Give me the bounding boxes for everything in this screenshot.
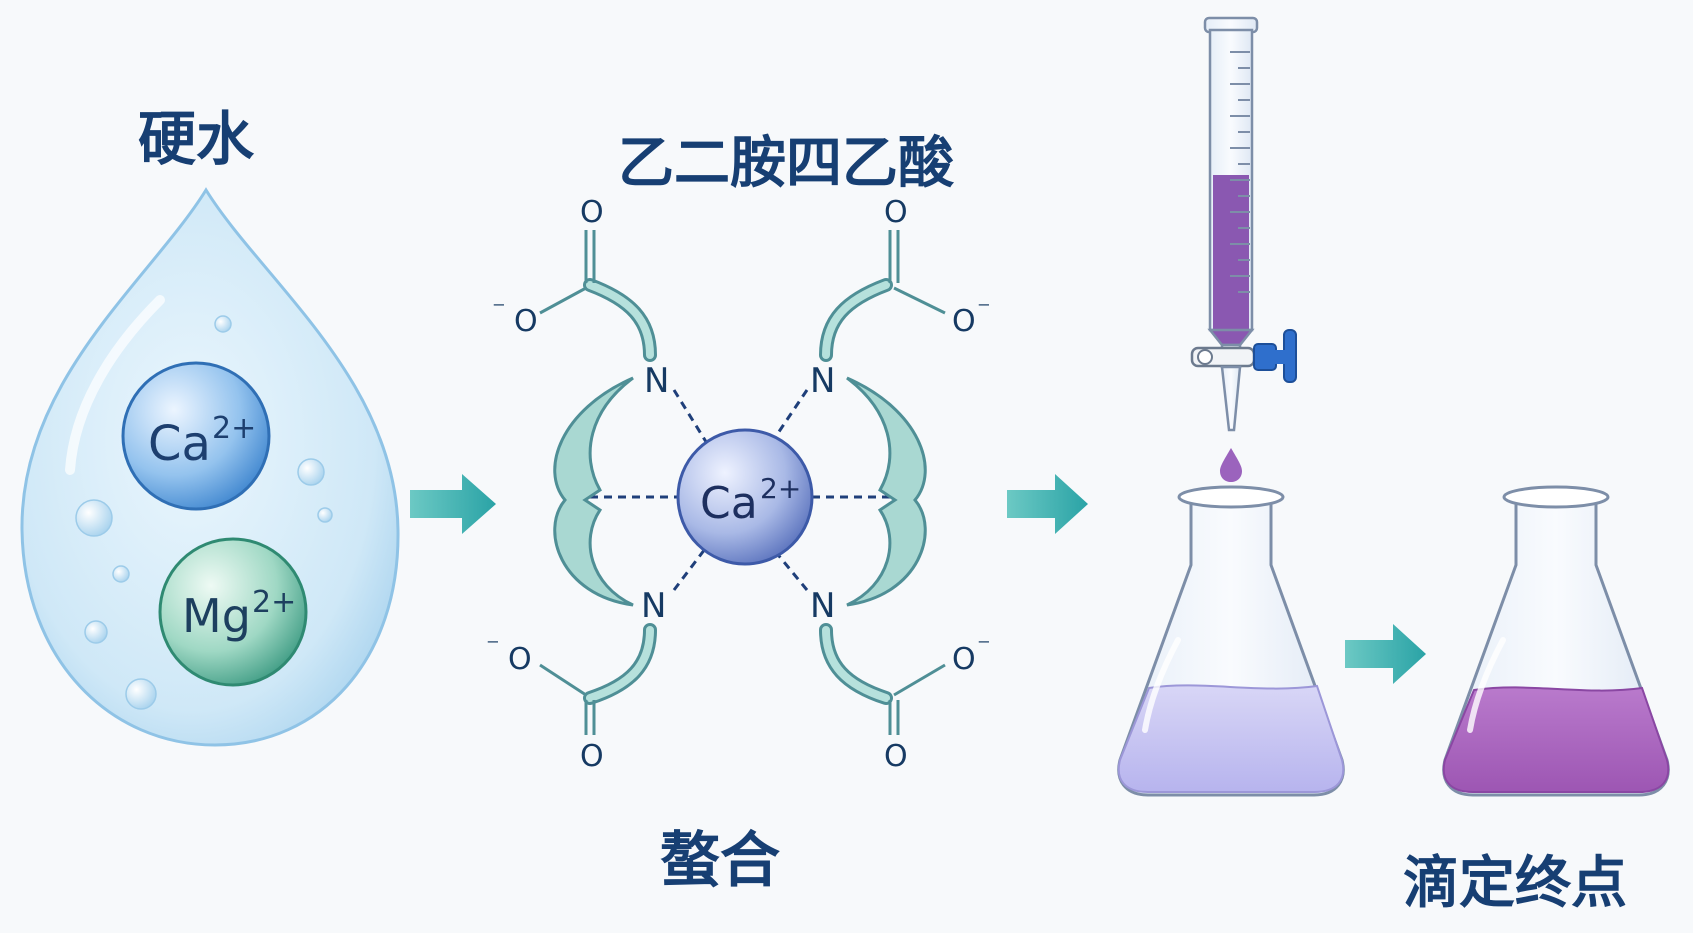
magnesium-symbol: Mg xyxy=(182,589,251,643)
stopcock-handle xyxy=(1253,343,1277,371)
nitrogen-atom: N xyxy=(641,586,666,626)
oxygen-atom: O xyxy=(508,642,532,677)
calcium-symbol: Ca xyxy=(148,416,211,472)
arrow-icon xyxy=(1007,474,1088,534)
negative-charge: ⁻ xyxy=(492,295,506,325)
negative-charge: ⁻ xyxy=(486,632,500,662)
oxygen-atom: O xyxy=(884,195,908,230)
chelated-calcium-ion: Ca 2+ xyxy=(676,428,814,566)
edta-molecule: N N N N O O O O O O O O ⁻ ⁻ ⁻ ⁻ Ca 2+ xyxy=(486,195,991,774)
calcium-charge: 2+ xyxy=(760,472,801,505)
edta-label: 乙二胺四乙酸 xyxy=(618,131,954,196)
calcium-ion: Ca 2+ xyxy=(121,361,271,511)
bubbles xyxy=(75,315,333,710)
oxygen-atom: O xyxy=(952,642,976,677)
nitrogen-atom: N xyxy=(810,361,835,401)
nitrogen-atom: N xyxy=(810,586,835,626)
flask-titration xyxy=(1117,485,1345,797)
burette xyxy=(1190,16,1297,432)
negative-charge: ⁻ xyxy=(977,632,991,662)
magnesium-charge: 2+ xyxy=(252,585,296,620)
flask-endpoint xyxy=(1442,485,1670,797)
calcium-symbol: Ca xyxy=(700,478,758,529)
endpoint-label: 滴定终点 xyxy=(1403,851,1627,916)
arrow-icon xyxy=(1345,624,1426,684)
oxygen-atom: O xyxy=(514,304,538,339)
negative-charge: ⁻ xyxy=(977,295,991,325)
chelation-label: 螯合 xyxy=(660,826,780,896)
oxygen-atom: O xyxy=(884,739,908,774)
ligand-arms xyxy=(553,376,927,607)
nitrogen-atom: N xyxy=(644,361,669,401)
calcium-charge: 2+ xyxy=(212,411,256,446)
arrow-icon xyxy=(410,474,496,534)
hard-water-label: 硬水 xyxy=(138,105,255,173)
magnesium-ion: Mg 2+ xyxy=(158,537,308,687)
oxygen-atom: O xyxy=(580,739,604,774)
oxygen-atom: O xyxy=(580,195,604,230)
oxygen-atom: O xyxy=(952,304,976,339)
